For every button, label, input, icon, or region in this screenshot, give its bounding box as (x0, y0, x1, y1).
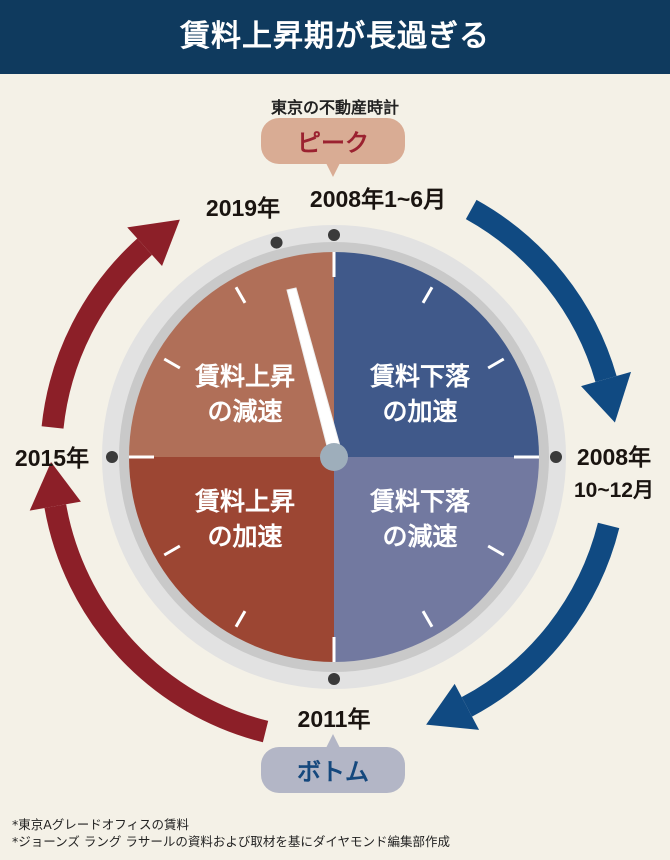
clock-tick (487, 544, 505, 557)
footnote: *東京Aグレードオフィスの賃料 (12, 817, 190, 832)
quadrant-rent-rise-decelerating (129, 252, 334, 457)
cycle-arrow-head (426, 683, 480, 730)
cycle-arrow-head (127, 219, 180, 267)
clock-tick (421, 610, 434, 628)
clock-tick (487, 357, 505, 370)
label-2019: 2019年 (206, 195, 280, 221)
clock-tick (234, 286, 247, 304)
label-oct-dec: 10~12月 (574, 479, 654, 502)
clock-position-dot (106, 451, 118, 463)
quadrant-label: 賃料上昇 (194, 487, 295, 516)
label-2015: 2015年 (15, 445, 89, 471)
footnotes: *東京Aグレードオフィスの賃料 *ジョーンズ ラング ラサールの資料および取材を… (12, 816, 450, 850)
clock-position-dot (270, 236, 283, 249)
clock-tick (234, 610, 247, 628)
cycle-arrow-shaft (461, 522, 620, 717)
quadrant-label: 賃料下落 (369, 362, 471, 391)
cycle-arrow-head (29, 461, 81, 511)
footnote: *ジョーンズ ラング ラサールの資料および取材を基にダイヤモンド編集部作成 (12, 834, 450, 849)
bottom-bubble-pointer (326, 734, 340, 748)
quadrant-rent-fall-accelerating (334, 252, 539, 457)
peak-label: ピーク (297, 129, 369, 157)
cycle-arrow-shaft (465, 199, 617, 383)
clock-tick (421, 286, 434, 304)
clock-position-dot (328, 229, 340, 241)
quadrant-label: の減速 (382, 522, 457, 551)
cycle-arrow-shaft (44, 504, 269, 743)
peak-bubble (261, 118, 405, 164)
clock-position-dot (328, 673, 340, 685)
cycle-arrow-head (581, 371, 632, 423)
subtitle: 東京の不動産時計 (270, 98, 399, 117)
clock-ticks (129, 252, 539, 662)
cycle-arrow-shaft (41, 238, 153, 429)
quadrant-rent-fall-decelerating (334, 457, 539, 662)
quadrant-label: の加速 (207, 522, 282, 551)
label-2008-jan-jun: 2008年1~6月 (310, 186, 446, 212)
quadrant-rent-rise-accelerating (129, 457, 334, 662)
quadrant-label: の減速 (207, 397, 282, 426)
clock-tick (163, 544, 181, 557)
quadrant-label: 賃料上昇 (194, 362, 295, 391)
clock-position-dots (106, 229, 562, 685)
quadrant-label: の加速 (382, 397, 457, 426)
label-2011: 2011年 (298, 706, 371, 732)
quadrant-label: 賃料下落 (369, 487, 471, 516)
header-title: 賃料上昇期が長過ぎる (0, 0, 670, 74)
label-2008: 2008年 (577, 444, 651, 470)
clock-tick (163, 357, 181, 370)
clock-position-dot (550, 451, 562, 463)
peak-bubble-pointer (326, 163, 340, 177)
bottom-bubble (261, 747, 405, 793)
bottom-label: ボトム (297, 758, 369, 786)
clock-center (320, 443, 348, 471)
cycle-arrows (29, 199, 632, 743)
